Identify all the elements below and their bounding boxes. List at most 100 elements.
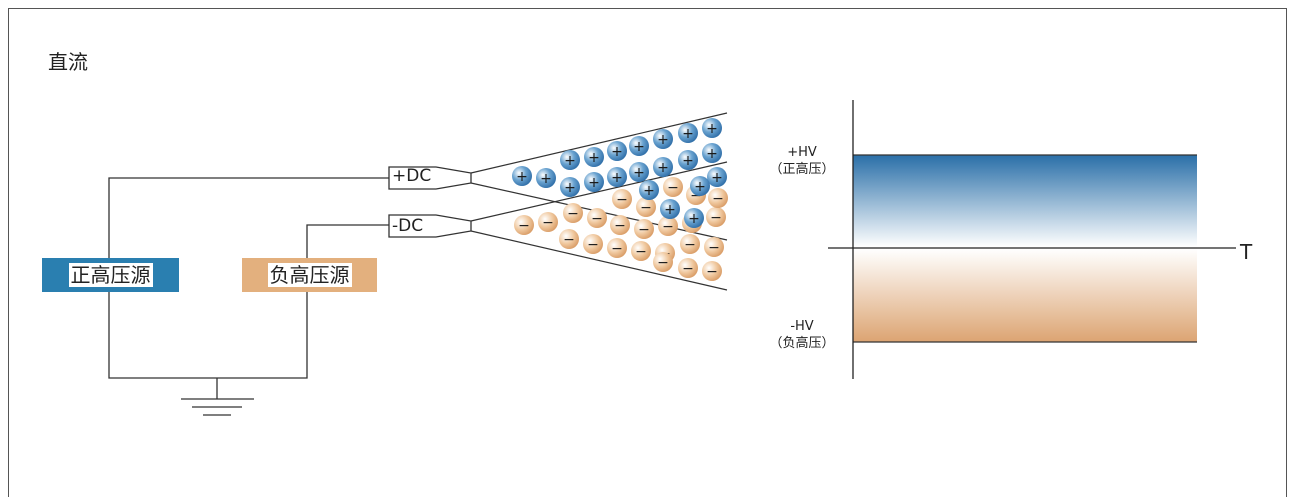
positive-charge-particle xyxy=(707,167,727,187)
wiring xyxy=(108,177,389,416)
negative-charge-sign: − xyxy=(684,237,696,253)
positive-charge-sign: + xyxy=(711,170,723,186)
positive-charge-particle xyxy=(629,162,649,182)
negative-hv-band xyxy=(853,249,1197,342)
negative-charge-particle xyxy=(563,203,583,223)
negative-charge-sign: − xyxy=(662,219,674,235)
positive-charge-particle xyxy=(660,199,680,219)
negative-charge-particle xyxy=(634,219,654,239)
positive-charge-particle xyxy=(629,136,649,156)
positive-charge-sign: + xyxy=(588,175,600,191)
negative-charge-sign: − xyxy=(611,241,623,257)
negative-hv-label: -HV （负高压） xyxy=(757,318,847,352)
negative-charge-particle xyxy=(678,258,698,278)
negative-charge-particle xyxy=(610,215,630,235)
positive-charge-sign: + xyxy=(682,126,694,142)
waveform-chart xyxy=(828,100,1236,379)
negative-charge-sign: − xyxy=(542,215,554,231)
positive-hv-label: +HV （正高压） xyxy=(757,144,847,178)
positive-charge-sign: + xyxy=(540,171,552,187)
negative-charge-sign: − xyxy=(638,222,650,238)
negative-charge-particle xyxy=(702,261,722,281)
positive-charge-sign: + xyxy=(664,202,676,218)
negative-charge-sign: − xyxy=(518,218,530,234)
positive-charge-sign: + xyxy=(657,132,669,148)
positive-charge-sign: + xyxy=(588,150,600,166)
ground-wire xyxy=(108,292,308,379)
negative-charge-sign: − xyxy=(614,218,626,234)
positive-charge-sign: + xyxy=(611,170,623,186)
positive-charge-sign: + xyxy=(694,179,706,195)
positive-charge-sign: + xyxy=(633,139,645,155)
positive-charge-sign: + xyxy=(688,211,700,227)
charge-particles: −−−−−−−−−−−−−−−−−−−−−−−−++++++++++++++++… xyxy=(512,118,728,281)
positive-source-label: 正高压源 xyxy=(68,263,153,287)
negative-charge-sign: − xyxy=(640,200,652,216)
positive-hv-band xyxy=(853,155,1197,247)
negative-source-label: 负高压源 xyxy=(267,263,352,287)
positive-charge-particle xyxy=(607,167,627,187)
negative-dc-output-label: -DC xyxy=(392,216,424,236)
negative-charge-particle xyxy=(663,177,683,197)
negative-charge-sign: − xyxy=(682,261,694,277)
positive-hv-label-line2: （正高压） xyxy=(769,162,835,177)
negative-charge-sign: − xyxy=(635,244,647,260)
negative-charge-sign: − xyxy=(587,237,599,253)
positive-charge-sign: + xyxy=(706,121,718,137)
negative-charge-sign: − xyxy=(710,210,722,226)
positive-hv-source: 正高压源 xyxy=(42,258,179,292)
negative-wire xyxy=(306,224,389,258)
negative-charge-particle xyxy=(704,237,724,257)
positive-charge-particle xyxy=(653,129,673,149)
positive-hv-label-line1: +HV xyxy=(787,145,817,160)
negative-charge-particle xyxy=(653,252,673,272)
negative-charge-sign: − xyxy=(706,264,718,280)
positive-charge-particle xyxy=(536,168,556,188)
negative-charge-particle xyxy=(636,197,656,217)
negative-charge-sign: − xyxy=(708,240,720,256)
positive-charge-sign: + xyxy=(643,183,655,199)
negative-charge-particle xyxy=(583,234,603,254)
time-axis-label: T xyxy=(1240,240,1253,264)
positive-charge-particle xyxy=(560,150,580,170)
positive-charge-sign: + xyxy=(633,165,645,181)
positive-wire xyxy=(108,177,389,258)
negative-charge-sign: − xyxy=(690,188,702,204)
positive-charge-particle xyxy=(684,208,704,228)
negative-charge-particle xyxy=(612,189,632,209)
positive-charge-particle xyxy=(560,177,580,197)
positive-charge-sign: + xyxy=(564,180,576,196)
positive-charge-particle xyxy=(512,166,532,186)
negative-hv-label-line1: -HV xyxy=(790,319,814,334)
negative-charge-sign: − xyxy=(567,206,579,222)
negative-charge-sign: − xyxy=(667,180,679,196)
diagram-frame xyxy=(8,8,1287,497)
positive-charge-particle xyxy=(607,141,627,161)
negative-charge-particle xyxy=(708,188,728,208)
negative-hv-label-line2: （负高压） xyxy=(769,336,835,351)
positive-charge-particle xyxy=(702,118,722,138)
positive-charge-sign: + xyxy=(682,153,694,169)
negative-charge-particle xyxy=(607,238,627,258)
negative-charge-particle xyxy=(514,215,534,235)
positive-charge-particle xyxy=(702,143,722,163)
negative-charge-particle xyxy=(631,241,651,261)
negative-charge-sign: − xyxy=(657,255,669,271)
negative-charge-sign: − xyxy=(616,192,628,208)
positive-charge-particle xyxy=(678,150,698,170)
positive-charge-particle xyxy=(639,180,659,200)
negative-charge-particle xyxy=(706,207,726,227)
diagram-title: 直流 xyxy=(48,50,88,74)
negative-charge-particle xyxy=(680,234,700,254)
positive-charge-particle xyxy=(653,157,673,177)
negative-charge-sign: − xyxy=(563,232,575,248)
negative-charge-sign: − xyxy=(712,191,724,207)
positive-charge-particle xyxy=(678,123,698,143)
positive-charge-particle xyxy=(584,172,604,192)
negative-charge-particle xyxy=(559,229,579,249)
negative-hv-source: 负高压源 xyxy=(242,258,377,292)
negative-charge-particle xyxy=(538,212,558,232)
positive-charge-sign: + xyxy=(564,153,576,169)
positive-charge-sign: + xyxy=(611,144,623,160)
